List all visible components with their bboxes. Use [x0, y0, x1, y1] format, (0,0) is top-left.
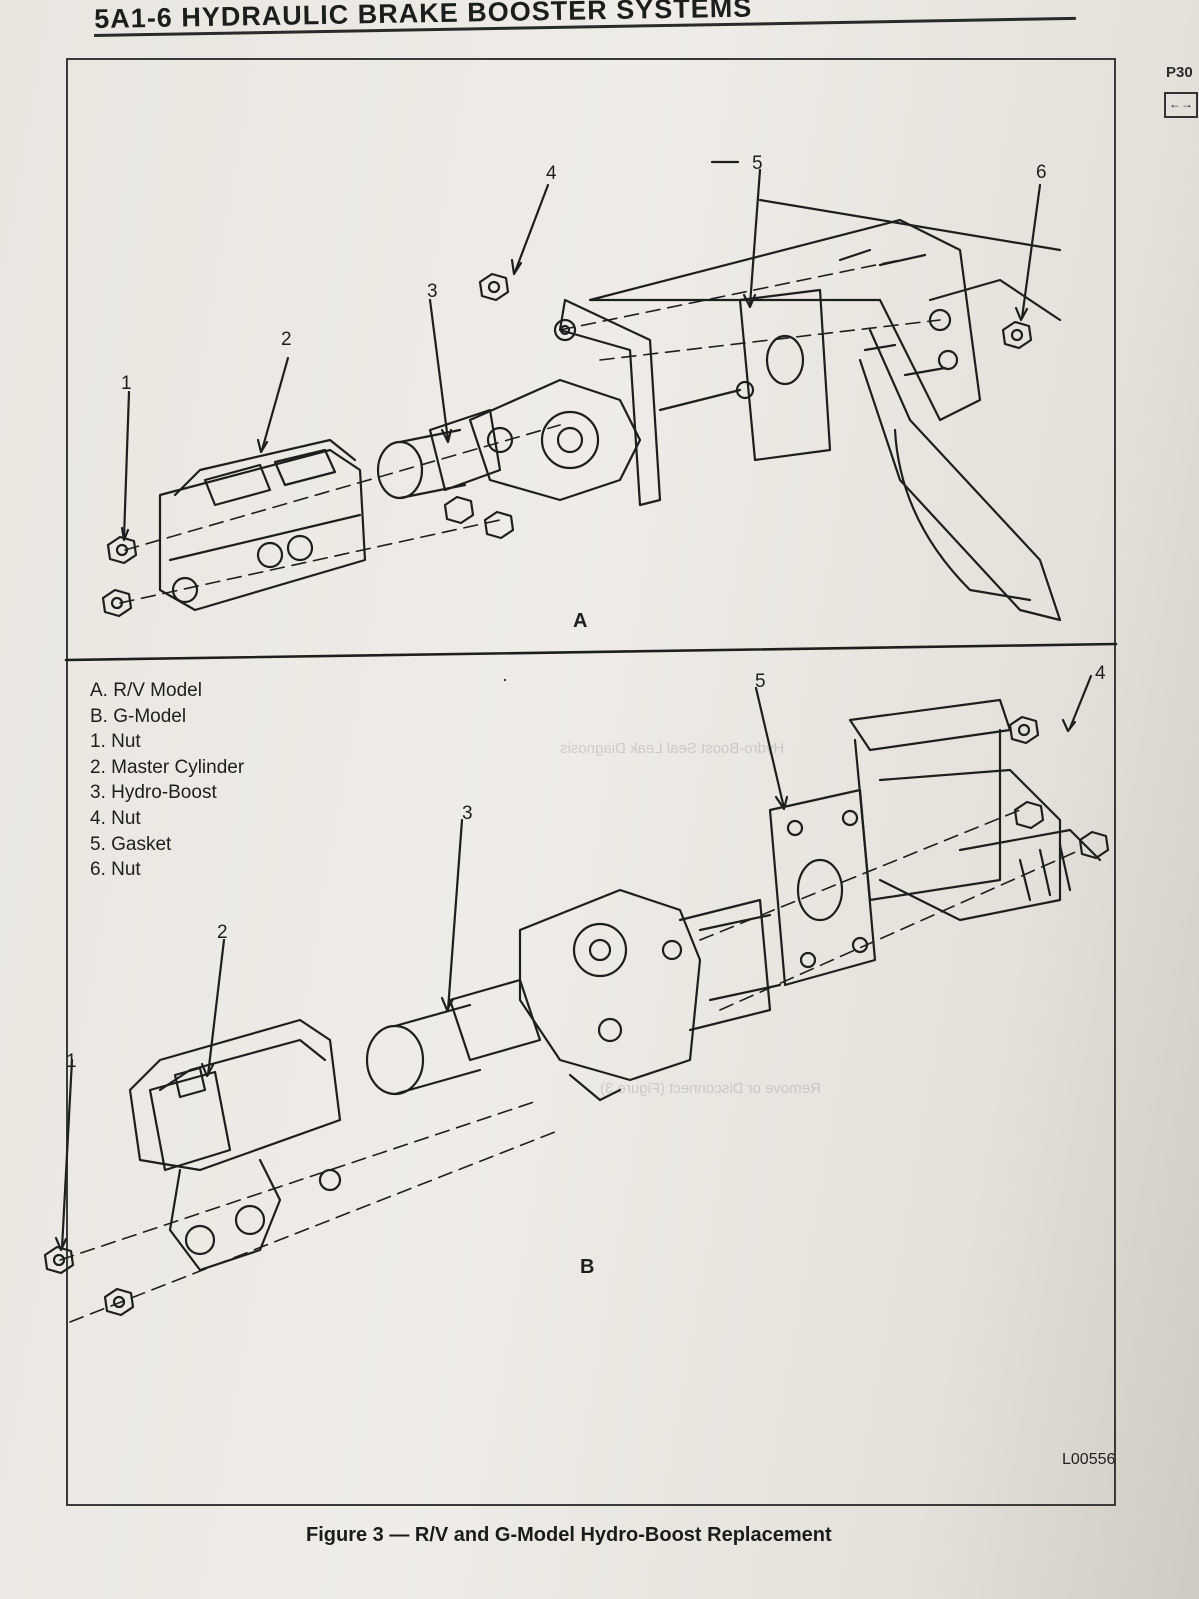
figure-frame [66, 58, 1116, 1506]
legend-item: 4. Nut [90, 807, 141, 829]
hydro-boost-b [518, 888, 702, 1082]
piston-a [376, 440, 424, 500]
callout-b-4: 4 [1095, 663, 1106, 684]
view-divider [64, 642, 1118, 662]
legend-item: 6. Nut [90, 859, 141, 881]
view-a-drawing [101, 160, 1062, 682]
callout-a-6: 6 [1036, 162, 1047, 183]
callout-b-5: 5 [755, 671, 766, 692]
view-b-label: B [580, 1256, 595, 1278]
view-a-label: A [573, 610, 588, 632]
figure-code: L00556 [1062, 1451, 1116, 1468]
callout-b-1: 1 [66, 1051, 77, 1072]
margin-arrow-icon: ←→ [1164, 92, 1198, 118]
callout-b-2: 2 [217, 922, 228, 943]
master-cylinder-b [128, 1018, 342, 1172]
callout-a-4: 4 [546, 163, 557, 184]
piston-b [365, 1024, 425, 1096]
legend-item: 1. Nut [90, 731, 141, 753]
figure-legend: A. R/V Model B. G-Model 1. Nut 2. Master… [90, 678, 244, 883]
callout-a-2: 2 [281, 329, 292, 350]
view-b-drawing [43, 674, 1110, 1323]
legend-item: 3. Hydro-Boost [90, 782, 217, 804]
callout-a-1: 1 [121, 373, 132, 394]
legend-item: A. R/V Model [90, 680, 202, 701]
gasket-b [768, 788, 877, 987]
gasket-a [738, 288, 832, 462]
legend-item: 5. Gasket [90, 833, 172, 855]
figure-caption: Figure 3 — R/V and G-Model Hydro-Boost R… [306, 1524, 832, 1546]
callout-a-3: 3 [427, 281, 438, 302]
callout-b-3: 3 [462, 803, 473, 824]
master-cylinder-a [158, 448, 367, 612]
legend-item: B. G-Model [90, 705, 187, 727]
hydro-boost-a [468, 378, 642, 502]
margin-page-code: P30 [1166, 64, 1193, 81]
callout-a-5: 5 [752, 153, 763, 174]
legend-item: 2. Master Cylinder [90, 756, 245, 778]
